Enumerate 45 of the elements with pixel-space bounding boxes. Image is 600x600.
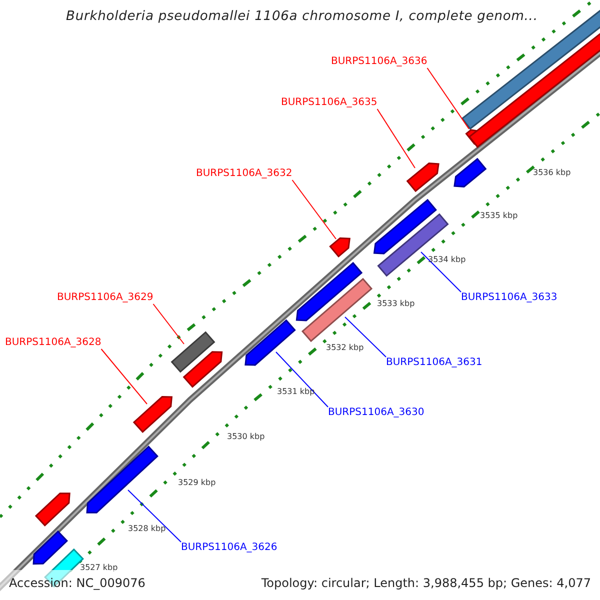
title: Burkholderia pseudomallei 1106a chromosome I, complete genom...	[66, 9, 538, 25]
gene-label: BURPS1106A_3630	[328, 407, 424, 419]
tick-label: 3530 kbp	[227, 432, 265, 442]
gene-block	[182, 351, 223, 388]
gene-label: BURPS1106A_3628	[5, 337, 102, 349]
gene-bar	[377, 213, 449, 277]
gene-block	[406, 162, 440, 192]
leader-line	[376, 108, 416, 168]
tick-label: 3532 kbp	[326, 343, 364, 353]
gene-label: BURPS1106A_3633	[461, 292, 558, 304]
gene-block	[244, 319, 296, 366]
tick-label: 3534 kbp	[428, 255, 466, 265]
genome-stats-text: Topology: circular; Length: 3,988,455 bp; Genes: 4,077	[261, 576, 591, 590]
accession-text: Accession: NC_009076	[9, 576, 146, 590]
tick-label: 3535 kbp	[480, 211, 518, 221]
gene-bar	[170, 331, 216, 373]
leader-line	[292, 180, 336, 240]
leader-line	[128, 490, 182, 542]
gene-block	[373, 198, 437, 254]
gene-label: BURPS1106A_3635	[281, 97, 378, 109]
leader-line	[152, 304, 184, 344]
gene-block	[86, 446, 158, 514]
tick-label: 3531 kbp	[277, 387, 315, 397]
tick-label: 3536 kbp	[533, 168, 571, 178]
gene-bar	[301, 278, 373, 342]
leader-line	[100, 348, 148, 404]
gene-label: BURPS1106A_3629	[57, 292, 154, 304]
leader-line	[276, 352, 328, 408]
gene-block	[132, 396, 173, 433]
leader-line	[420, 252, 462, 292]
tick-label: 3528 kbp	[128, 524, 166, 534]
gene-label: BURPS1106A_3626	[181, 542, 278, 554]
gene-block	[454, 158, 487, 188]
leader-line	[426, 68, 470, 130]
gene-label: BURPS1106A_3632	[196, 168, 292, 180]
tick-label: 3527 kbp	[80, 563, 118, 573]
tick-label: 3529 kbp	[178, 478, 216, 488]
gene-block	[32, 530, 68, 565]
gene-label: BURPS1106A_3631	[386, 357, 482, 369]
gene-block	[329, 237, 350, 258]
gene-block	[34, 492, 70, 526]
gene-block	[296, 262, 363, 322]
leader-line	[344, 316, 386, 358]
gene-label: BURPS1106A_3636	[331, 56, 428, 68]
tick-label: 3533 kbp	[377, 299, 415, 309]
